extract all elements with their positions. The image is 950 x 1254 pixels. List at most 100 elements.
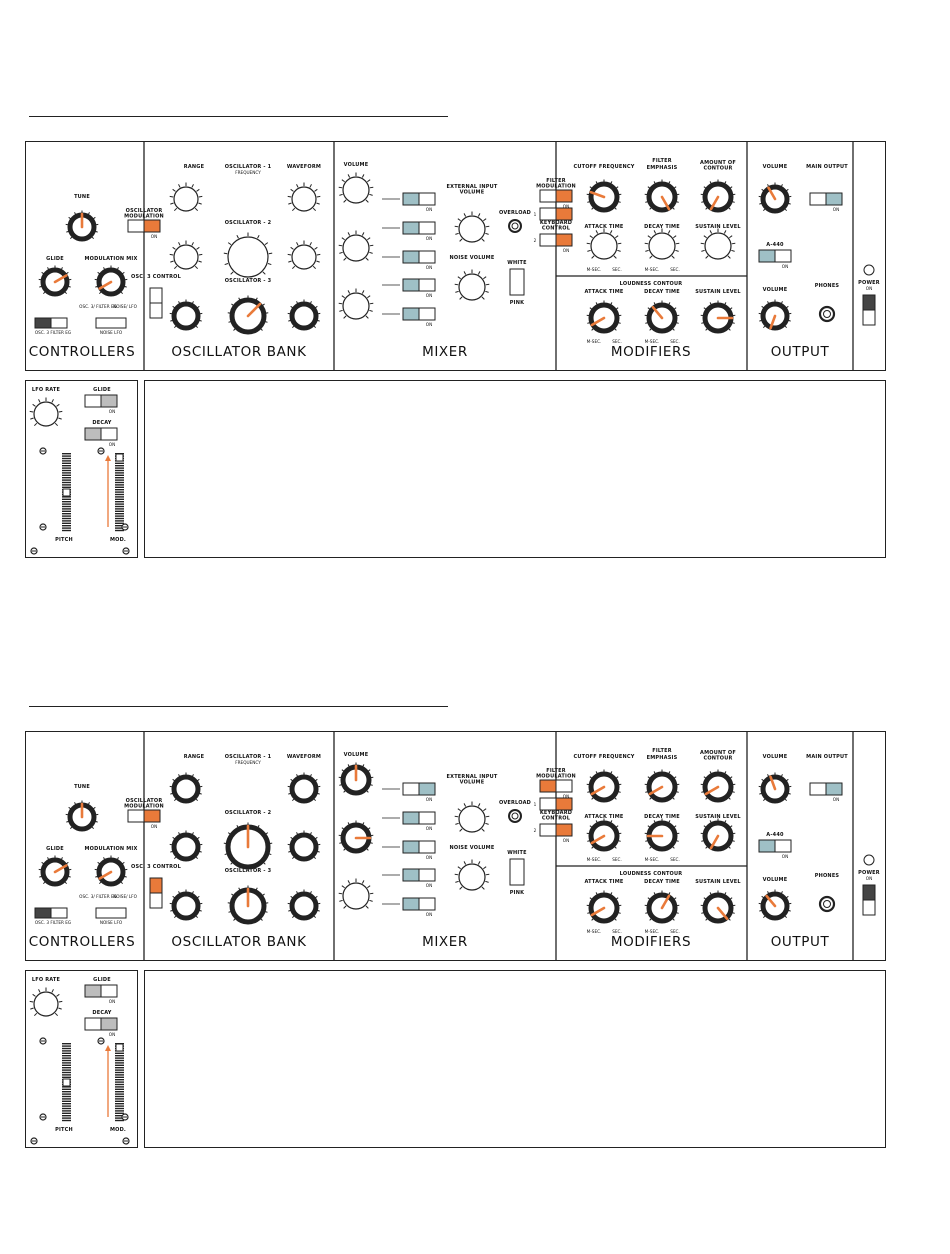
knob-tick[interactable] [454,815,459,818]
knob-tick[interactable] [485,822,489,825]
knob-tick[interactable] [224,263,229,266]
wheel-rib[interactable] [115,1055,124,1057]
switch-left[interactable] [402,192,420,206]
wheel-rib[interactable] [115,1100,124,1102]
switch-right[interactable] [143,219,161,233]
filter-knob-4[interactable] [586,818,622,852]
knob-tick[interactable] [316,202,320,205]
wheel-rib[interactable] [115,1052,124,1054]
switch-left[interactable] [402,221,420,235]
switch-right[interactable] [143,809,161,823]
switch-on-label[interactable]: ON [426,883,432,888]
wheel-rib[interactable] [115,522,124,524]
wheel-rib[interactable] [115,1064,124,1066]
switch-on-label[interactable]: ON [426,293,432,298]
wheel-rib[interactable] [115,1074,124,1076]
wheel-rib[interactable] [62,1115,71,1117]
filter-knob-1[interactable] [586,769,622,803]
switch-right[interactable] [555,189,573,203]
switch-left[interactable] [539,797,557,811]
wheel-rib[interactable] [62,1067,71,1069]
knob-tick[interactable] [675,249,679,252]
knob-tick[interactable] [457,276,461,280]
knob-tick[interactable] [485,283,490,286]
wheel-rib[interactable] [115,1079,124,1081]
knob-tick[interactable] [170,260,174,263]
knob-tick[interactable] [459,886,463,890]
knob-tick[interactable] [477,271,481,275]
knob-body[interactable] [291,186,317,212]
switch-on-label[interactable]: ON [782,854,788,859]
knob-tick[interactable] [196,188,200,192]
knob-tick[interactable] [343,905,347,909]
knob-tick[interactable] [369,892,374,895]
knob-tick[interactable] [170,202,174,205]
filter-knob-2[interactable] [644,179,680,213]
wheel-rib[interactable] [115,1083,124,1086]
knob-tick[interactable] [481,296,485,300]
knob-tick[interactable] [609,230,613,234]
knob-tick[interactable] [267,263,272,266]
knob-tick[interactable] [369,193,373,196]
switch-on-label[interactable]: ON [426,265,432,270]
wheel-rib[interactable] [62,469,71,472]
toggle-top[interactable] [149,877,163,894]
toggle-bottom[interactable] [862,899,876,916]
waveform-knob-2[interactable] [287,830,321,862]
switch[interactable]: ON [758,839,792,859]
knob-tick[interactable] [485,880,489,883]
osc3-control-toggle[interactable] [149,877,163,909]
knob-tick[interactable] [290,246,294,250]
switch-right[interactable] [418,221,436,235]
knob-tick[interactable] [365,905,369,909]
loudness-knob-2[interactable] [644,300,680,334]
switch-right[interactable] [774,839,792,853]
wheel-rib[interactable] [62,1076,71,1078]
noise-volume-knob[interactable] [454,269,490,301]
wheel-rib[interactable] [115,474,124,476]
toggle-top[interactable] [862,294,876,311]
knob-tick[interactable] [230,271,234,275]
knob-tick[interactable] [316,195,321,198]
loudness-knob-3[interactable] [700,300,736,334]
knob-tick[interactable] [361,290,365,294]
switch[interactable]: ON [402,192,436,212]
mixer-volume-knob-1[interactable] [338,172,374,204]
wheel-rib[interactable] [62,1091,71,1093]
knob-pointer[interactable] [590,316,606,327]
wheel-rib[interactable] [115,462,124,464]
knob-tick[interactable] [339,193,343,196]
waveform-knob-1[interactable] [287,772,321,804]
wheel-rib[interactable] [62,522,71,524]
wheel-rib[interactable] [115,481,124,484]
mod-mix-knob[interactable] [94,265,128,297]
wheel-rib[interactable] [62,520,71,522]
knob-tick[interactable] [485,873,490,876]
knob-tick[interactable] [262,271,266,275]
wheel-rib[interactable] [115,1107,124,1110]
switch-on-label[interactable]: ON [426,236,432,241]
switch-on-label[interactable]: ON [563,794,569,799]
wheel-rib[interactable] [115,515,124,517]
wheel-rib[interactable] [62,496,71,498]
ext-input-knob[interactable] [454,211,490,243]
knob-tick[interactable] [485,232,489,235]
wheel-rib[interactable] [62,1043,71,1045]
toggle-top[interactable] [862,884,876,901]
knob-tick[interactable] [457,808,461,812]
knob-tick[interactable] [196,246,200,250]
knob-tick[interactable] [312,207,317,212]
switch-right[interactable] [418,250,436,264]
loudness-knob-1[interactable] [586,300,622,334]
white-pink-toggle[interactable] [509,268,525,296]
knob-tick[interactable] [343,199,347,203]
knob-pointer[interactable] [651,305,664,320]
switch-left[interactable] [809,782,827,796]
knob-tick[interactable] [481,886,485,890]
wheel-rib[interactable] [115,1062,124,1064]
mod-mix-knob[interactable] [94,855,128,887]
mixer-volume-knob-2[interactable] [338,820,374,854]
filter-knob-1[interactable] [586,179,622,213]
knob-tick[interactable] [703,235,707,239]
knob-tick[interactable] [223,252,228,255]
